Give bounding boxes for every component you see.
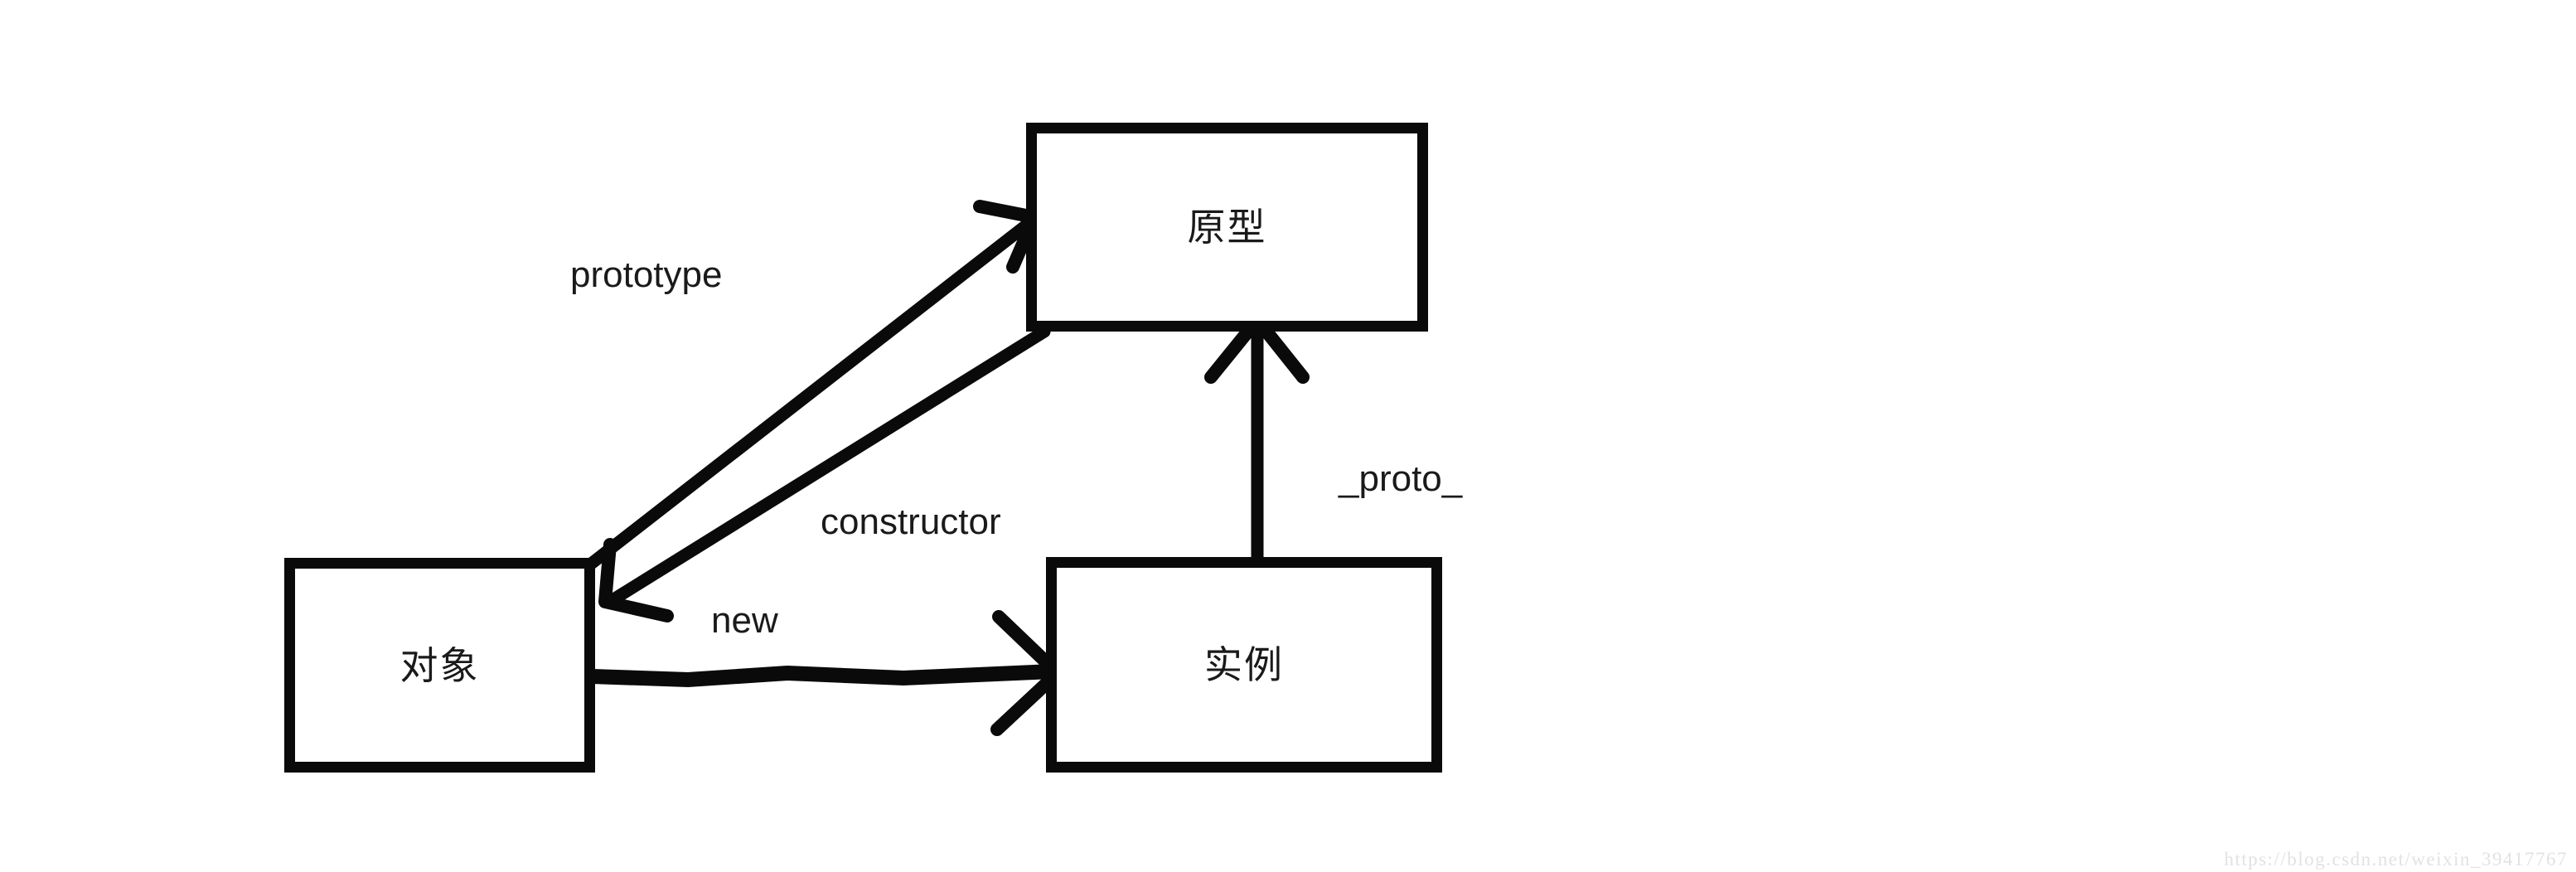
proto-edge-label: _proto_ xyxy=(1339,458,1463,499)
prototype-box[interactable]: 原型 xyxy=(1026,123,1428,332)
instance-box-label: 实例 xyxy=(1204,642,1284,687)
watermark-text: https://blog.csdn.net/weixin_39417767 xyxy=(2224,849,2568,870)
constructor-edge-label: constructor xyxy=(821,501,1001,542)
instance-box[interactable]: 实例 xyxy=(1046,557,1442,773)
object-box-label: 对象 xyxy=(399,642,480,688)
object-box[interactable]: 对象 xyxy=(284,558,595,773)
prototype-box-label: 原型 xyxy=(1187,205,1267,249)
new-edge-label: new xyxy=(711,600,778,641)
proto-edge-connector xyxy=(1204,312,1310,577)
constructor-edge-connector xyxy=(598,325,1051,623)
new-edge-connector xyxy=(591,610,1064,736)
prototype-edge-label: prototype xyxy=(570,254,723,295)
